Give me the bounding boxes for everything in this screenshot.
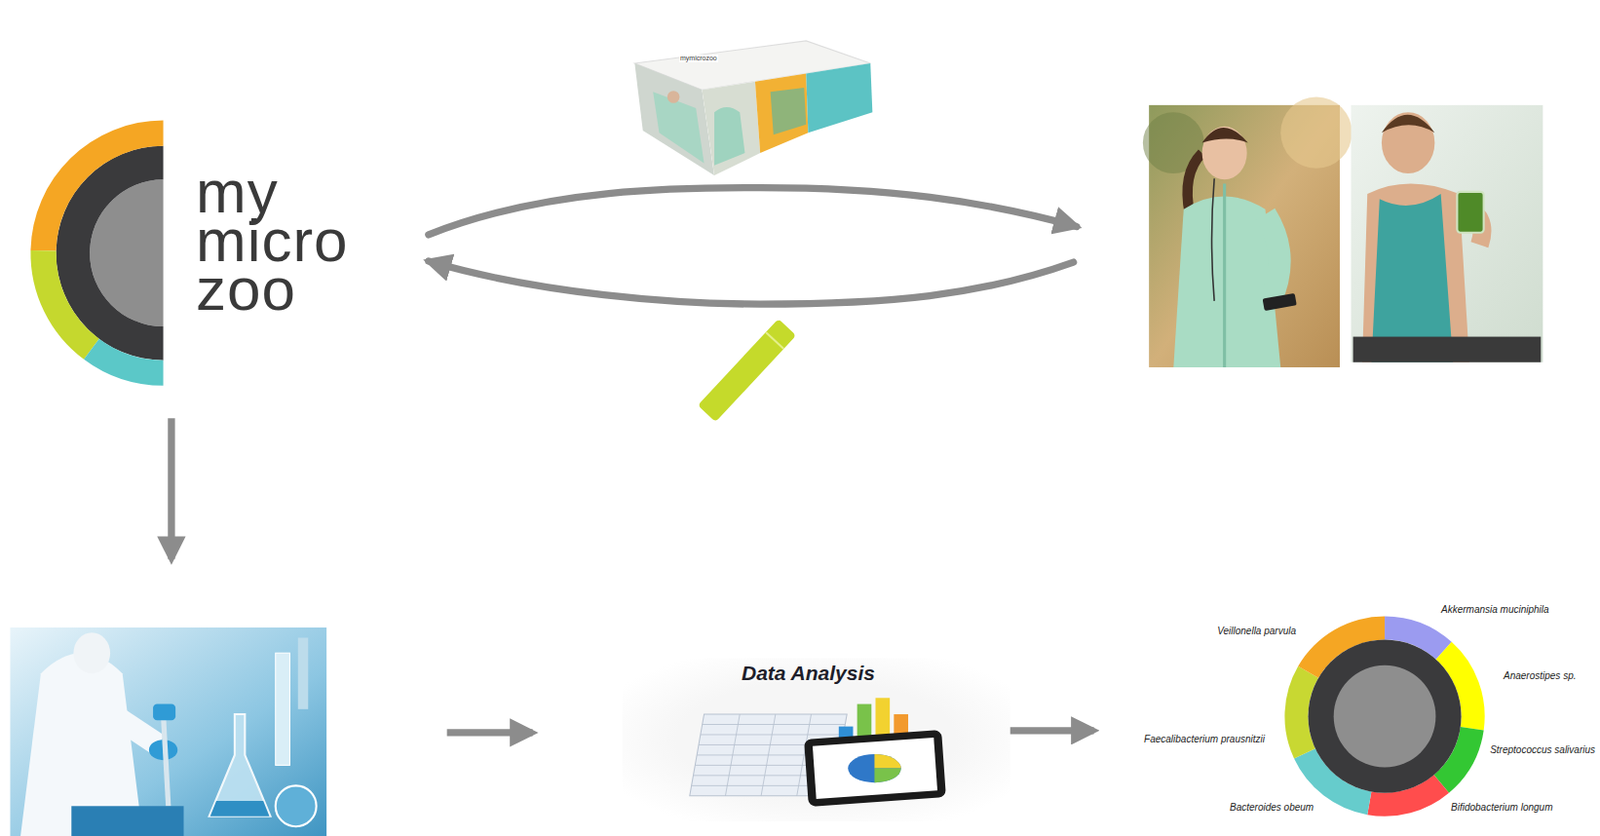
logo-mark-part xyxy=(30,120,163,252)
species-label: Bacteroides obeum xyxy=(1229,800,1314,814)
kit-box-part xyxy=(701,63,873,176)
lab-photo xyxy=(9,627,327,836)
drinker-photo-part xyxy=(1353,337,1542,363)
species-label: Bifidobacterium longum xyxy=(1450,800,1554,814)
kit-box-part xyxy=(755,73,808,153)
lab-photo-part xyxy=(298,638,308,710)
sample-tube-part xyxy=(765,332,784,349)
result-donut xyxy=(1284,616,1485,817)
data-analysis-picture xyxy=(622,657,1011,822)
drinker-photo xyxy=(1350,105,1543,363)
lab-photo-part xyxy=(275,652,291,765)
node-text: my micro zoo xyxy=(195,167,349,314)
lab-photo-part xyxy=(9,627,327,836)
logo-mark xyxy=(30,120,163,386)
send-arrow xyxy=(428,188,1077,235)
sample-tube xyxy=(697,318,797,422)
kit-box-part xyxy=(634,63,715,176)
drinker-photo-part xyxy=(1362,183,1470,362)
species-label: Veillonella parvula xyxy=(1217,624,1296,638)
species-label: Streptococcus salivarius xyxy=(1489,743,1596,757)
logo-mark-part xyxy=(83,339,163,386)
sample-tube-part xyxy=(697,318,797,422)
kit-box xyxy=(634,40,873,176)
data-analysis-picture-part xyxy=(622,657,1011,822)
species-label: Akkermansia muciniphila xyxy=(1441,603,1550,616)
kit-box-part xyxy=(805,63,873,133)
lab-photo-part xyxy=(275,785,317,827)
species-label: Anaerostipes sp. xyxy=(1503,669,1577,683)
data-analysis-picture-part xyxy=(847,754,901,783)
kit-box-part xyxy=(652,91,704,163)
node-text: Data Analysis xyxy=(741,661,876,686)
result-donut-part xyxy=(1333,665,1437,768)
kit-box-part xyxy=(714,107,745,166)
runner-photo-part xyxy=(1202,127,1249,144)
kit-box-part xyxy=(667,90,681,104)
flow-arrow xyxy=(167,418,175,560)
drinker-photo-part xyxy=(1456,191,1484,233)
runner-photo-part xyxy=(1222,183,1226,367)
runner-photo-part xyxy=(1265,214,1281,302)
flow-arrow xyxy=(1007,726,1095,734)
lab-photo-part xyxy=(112,714,158,745)
box-brand: mymicrozoo xyxy=(679,54,719,63)
logo-mark-part xyxy=(30,250,99,360)
runner-photo-part xyxy=(1212,178,1216,302)
lab-photo-part xyxy=(152,704,176,722)
drinker-photo-part xyxy=(1350,105,1543,363)
runner-photo-part xyxy=(1262,293,1297,311)
drinker-photo-part xyxy=(1381,112,1435,174)
flow-arrow xyxy=(447,728,534,736)
lab-photo-part xyxy=(210,800,270,817)
result-donut-part xyxy=(1308,640,1462,794)
drawing xyxy=(9,40,1543,836)
kit-box-part xyxy=(770,87,807,135)
data-analysis-picture-part xyxy=(874,754,901,769)
runner-photo xyxy=(1142,96,1353,368)
analysis-title: Data Analysis xyxy=(741,661,876,686)
lab-photo-part xyxy=(163,714,169,806)
data-analysis-picture-part xyxy=(803,729,947,807)
data-analysis-picture-part xyxy=(874,768,901,784)
logo-wordmark: my micro zoo xyxy=(195,167,349,314)
lab-photo-part xyxy=(71,805,184,836)
lab-photo-part xyxy=(209,714,271,817)
lab-photo-part xyxy=(73,632,111,674)
return-arrow xyxy=(428,261,1074,305)
kit-box-part xyxy=(701,81,761,176)
drinker-photo-part xyxy=(1381,114,1435,133)
runner-photo-part xyxy=(1173,196,1281,368)
data-analysis-picture-part xyxy=(812,737,938,800)
species-label: Faecalibacterium prausnitzii xyxy=(1143,732,1265,746)
runner-photo-part xyxy=(1280,96,1352,168)
